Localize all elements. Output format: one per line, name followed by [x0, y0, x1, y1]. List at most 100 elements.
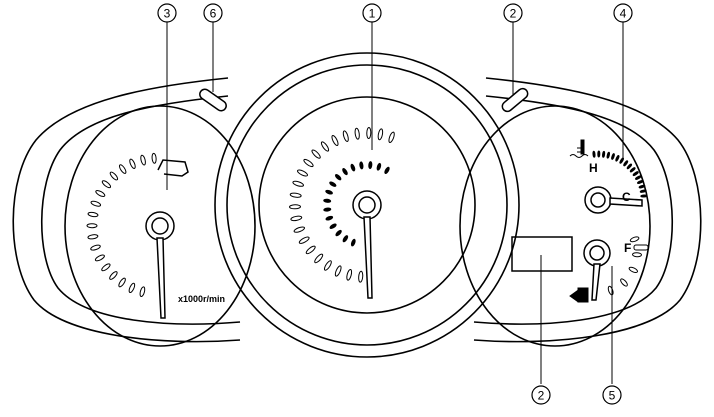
speedometer-tick	[331, 134, 339, 147]
temperature-tick	[606, 151, 610, 159]
speedometer-inner-tick	[329, 181, 337, 187]
speedometer-inner-tick	[384, 166, 390, 175]
speedometer-tick	[358, 270, 364, 283]
svg-text:4: 4	[620, 7, 627, 21]
fuel-tick	[607, 285, 614, 296]
coolant-temperature-icon	[569, 139, 589, 158]
tachometer-tick	[87, 234, 99, 240]
speedometer-tick	[303, 158, 314, 168]
fuel-pump-icon	[569, 287, 589, 303]
svg-text:3: 3	[164, 7, 171, 21]
tachometer-ticks	[86, 152, 157, 298]
tachometer-tick	[86, 223, 98, 229]
callout-3: 3	[157, 3, 177, 23]
tachometer-tick	[128, 282, 136, 294]
svg-text:2: 2	[538, 389, 545, 403]
speedometer-bezel-outer	[214, 52, 520, 358]
temperature-tick	[632, 171, 639, 177]
speedometer-tick	[323, 260, 332, 271]
speedometer-face	[258, 96, 476, 314]
temperature-needle	[584, 186, 643, 214]
speedometer-inner-tick	[359, 161, 364, 170]
speedometer-tick	[388, 131, 395, 144]
speedometer-inner-tick	[323, 198, 332, 203]
speedometer-inner-tick	[323, 207, 332, 212]
temperature-ticks	[592, 150, 648, 198]
speedometer-tick	[298, 236, 310, 244]
callout-2-bottom: 2	[531, 385, 551, 405]
fuel-tick	[632, 252, 642, 258]
speedometer-needle	[352, 190, 382, 299]
odometer-display	[511, 236, 573, 272]
temperature-tick	[629, 167, 636, 173]
fuel-tick	[628, 266, 638, 274]
speedometer-tick	[311, 149, 321, 159]
tachometer-face	[64, 105, 256, 347]
fuel-tick	[629, 236, 640, 243]
speedometer-tick	[296, 169, 309, 177]
svg-text:5: 5	[609, 389, 616, 403]
speedometer-inner-tick	[325, 189, 333, 195]
speedometer-tick	[305, 245, 316, 255]
temperature-hot-label: H	[589, 161, 598, 175]
tachometer-tick	[129, 158, 136, 169]
speedometer-inner-tick	[335, 229, 342, 237]
tachometer-tick	[109, 171, 119, 181]
speedometer-tick	[377, 128, 384, 141]
fuel-tick	[620, 278, 628, 287]
callout-4: 4	[613, 3, 633, 23]
left-housing-inner	[40, 95, 241, 325]
speedometer-tick	[292, 180, 304, 187]
tachometer-tick	[90, 244, 101, 251]
trip-knob-right	[501, 87, 529, 113]
speedometer-inner-tick	[350, 238, 356, 247]
temperature-tick	[635, 175, 642, 180]
speedometer-tick	[354, 127, 360, 140]
tachometer-tick	[101, 180, 112, 189]
tachometer-tick	[118, 277, 126, 288]
temperature-tick	[602, 150, 606, 158]
trip-knob-left	[199, 88, 227, 112]
temperature-tick	[597, 150, 601, 158]
svg-text:2: 2	[510, 7, 517, 21]
tachometer-tick	[87, 211, 99, 218]
speedometer-tick	[290, 215, 303, 222]
temperature-cold-label: C	[622, 190, 631, 204]
speedometer-tick	[293, 226, 306, 233]
tachometer-unit-label: x1000r/min	[178, 294, 225, 304]
tachometer-tick	[118, 164, 127, 174]
temperature-tick	[626, 163, 633, 170]
tachometer-tick	[151, 152, 157, 164]
temperature-tick	[615, 155, 620, 162]
svg-text:6: 6	[210, 7, 217, 21]
speedometer-tick	[342, 130, 349, 142]
speedometer-tick	[320, 141, 330, 152]
temperature-tick	[638, 184, 646, 189]
right-housing-inner	[473, 95, 674, 325]
tachometer-tick	[101, 263, 111, 272]
callout-5: 5	[602, 385, 622, 405]
speedometer-inner-tick	[342, 168, 348, 176]
tachometer-tick	[109, 271, 118, 280]
speedometer-tick	[289, 204, 301, 210]
svg-text:1: 1	[369, 7, 376, 21]
fuel-full-label: F	[624, 241, 631, 255]
temperature-tick	[637, 180, 644, 184]
speedometer-ticks	[289, 127, 395, 283]
speedometer-tick	[334, 265, 342, 277]
callout-leaders	[166, 22, 624, 384]
tachometer-tick	[140, 154, 146, 166]
fuel-full-marker	[633, 244, 649, 251]
temperature-tick	[639, 189, 647, 193]
temperature-tick	[640, 194, 648, 198]
callout-2-top: 2	[503, 3, 523, 23]
speedometer-inner-tick	[376, 162, 382, 171]
speedometer-inner-tick	[350, 163, 356, 172]
speedometer-inner-tick	[334, 174, 342, 181]
tachometer-tick	[90, 200, 102, 207]
tachometer-tick	[94, 254, 105, 262]
temperature-tick	[592, 150, 596, 158]
speedometer-inner-tick	[368, 161, 373, 170]
callout-6: 6	[203, 3, 223, 23]
